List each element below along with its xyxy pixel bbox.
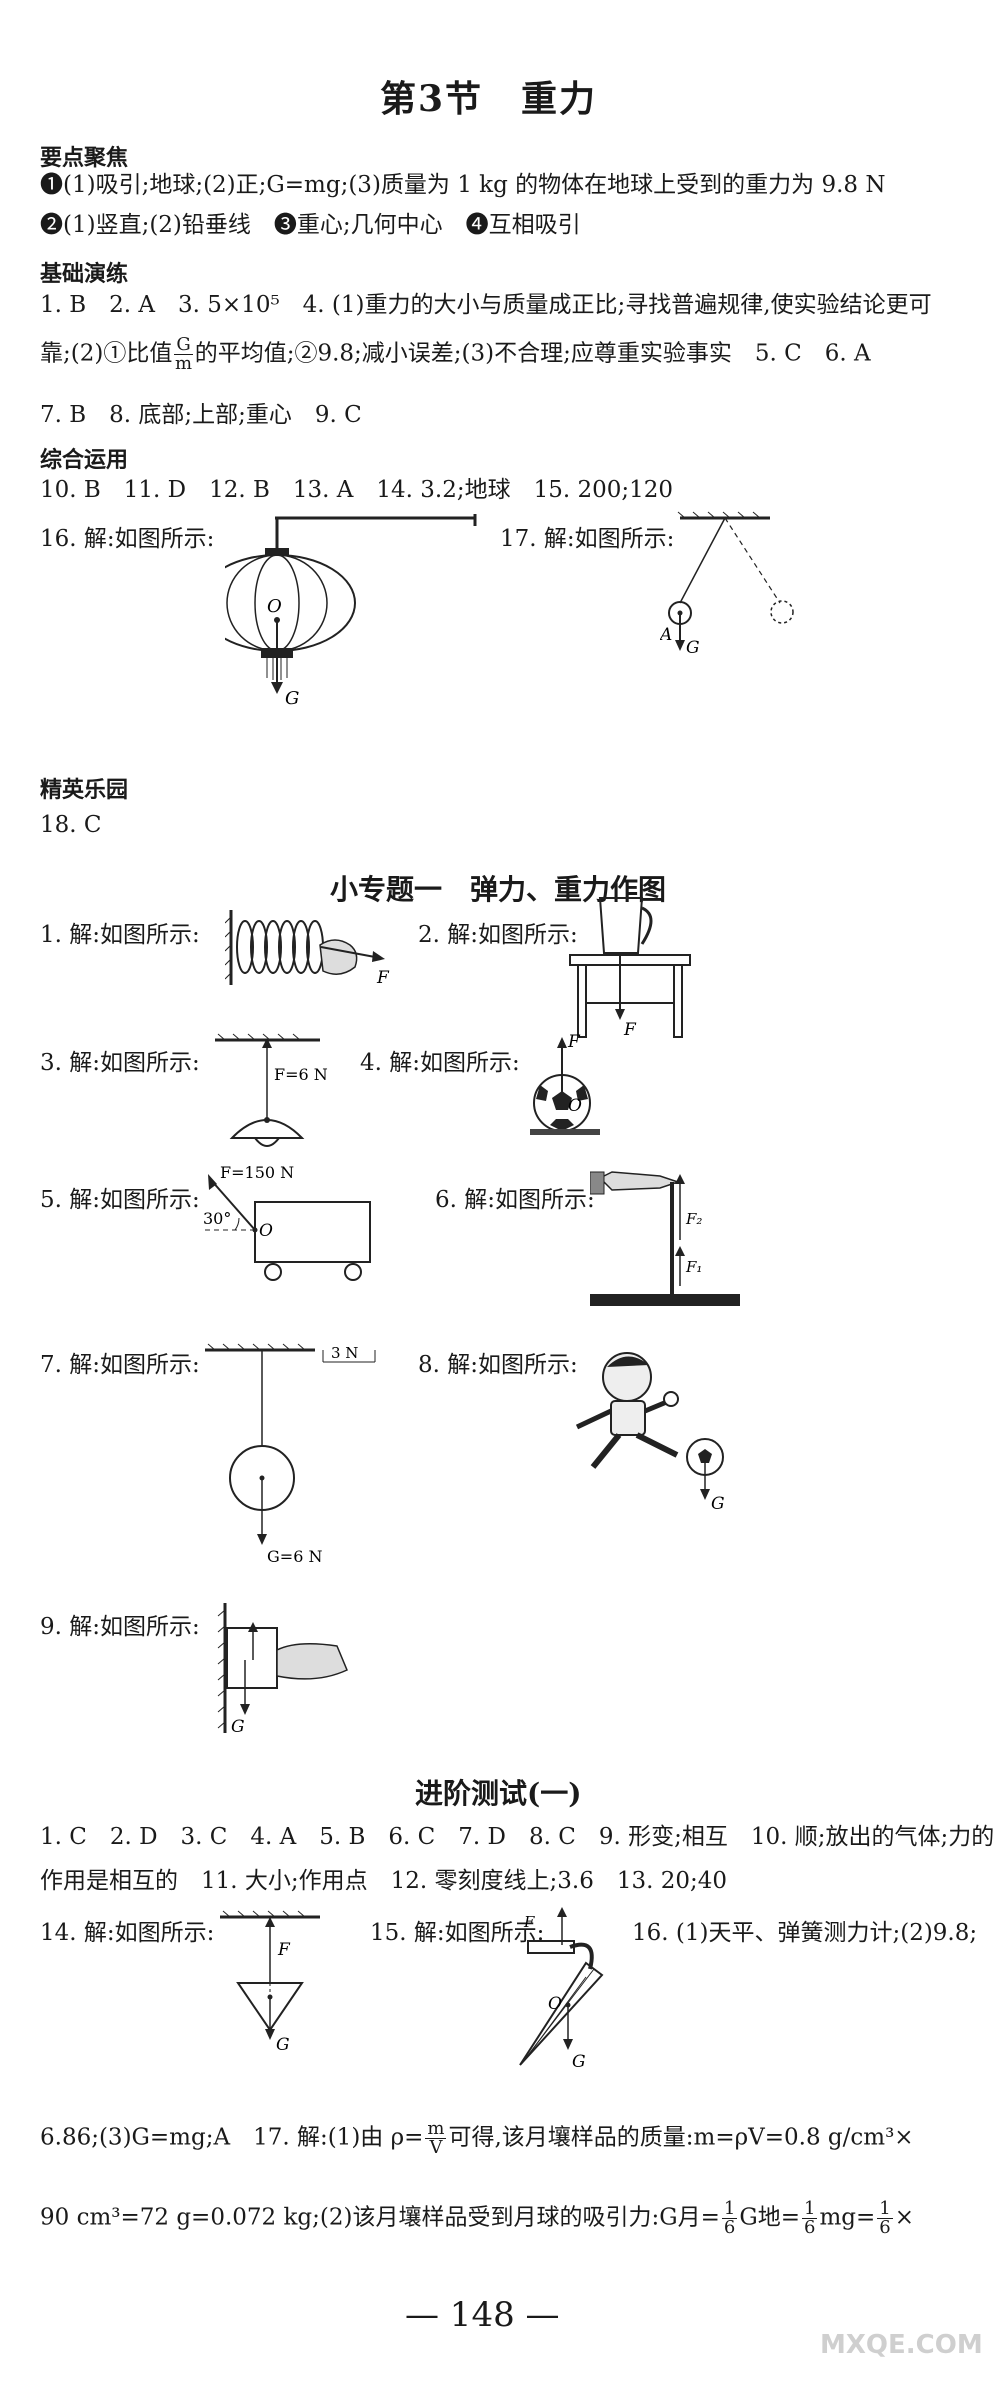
gravity-g-label: G [276, 2035, 290, 2055]
test-line-4-pre: 6.86;(3)G=mg;A 17. 解:(1)由 ρ= [40, 2124, 424, 2151]
heading-key-points: 要点聚焦 [40, 146, 129, 171]
force-6n-label: F=6 N [274, 1065, 328, 1084]
topic-q6-label: 6. 解:如图所示: [435, 1187, 595, 1213]
kicking-boy-diagram: G [575, 1352, 725, 1514]
fraction-numerator: m [425, 2118, 447, 2139]
gravity-g-label: G [711, 1494, 725, 1514]
hook-wedge-diagram: F O G [519, 1907, 604, 2072]
basic-line-3: 7. B 8. 底部;上部;重心 9. C [40, 402, 362, 428]
fraction-denominator: m [175, 353, 193, 374]
page-number: — 148 — [405, 2295, 560, 2335]
gravity-6n-label: G=6 N [267, 1547, 322, 1566]
basic-line-1: 1. B 2. A 3. 5×10⁵ 4. (1)重力的大小与质量成正比;寻找普… [40, 292, 932, 318]
force-f-label: F [277, 1940, 291, 1960]
scale-3n-label: 3 N [331, 1344, 358, 1362]
football-force-diagram: F O [530, 1032, 600, 1135]
hand-rod-diagram: F₂ F₁ [590, 1171, 740, 1306]
lantern-diagram: O G [225, 514, 477, 708]
pendulum-diagram: A G [660, 511, 794, 658]
key-point-line-1: ❶(1)吸引;地球;(2)正;G=mg;(3)质量为 1 kg 的物体在地球上受… [40, 172, 886, 198]
heading-basic-practice: 基础演练 [40, 262, 129, 287]
gravity-g-label: G [285, 688, 299, 708]
basic-line-2-post: 的平均值;②9.8;减小误差;(3)不合理;应尊重实验事实 5. C 6. A [194, 340, 871, 367]
test-line-5-mid1: G地= [739, 2204, 800, 2231]
test-line-1: 1. C 2. D 3. C 4. A 5. B 6. C 7. D 8. C … [40, 1824, 995, 1850]
gravity-g-label: G [231, 1717, 245, 1737]
test-q14-label: 14. 解:如图所示: [40, 1920, 215, 1946]
fraction-numerator: G [174, 334, 193, 355]
test-line-5-end: × [894, 2204, 914, 2231]
spring-hand-diagram: F [225, 910, 390, 988]
topic-q5-label: 5. 解:如图所示: [40, 1187, 200, 1213]
fraction-denominator: 6 [803, 2217, 816, 2238]
q16-label: 16. 解:如图所示: [40, 526, 215, 552]
hanging-ball-diagram: 3 N G=6 N [205, 1343, 376, 1566]
heading-elite: 精英乐园 [40, 778, 129, 803]
point-o-label: O [568, 1096, 582, 1116]
test-title: 进阶测试(一) [415, 1777, 582, 1810]
topic-q8-label: 8. 解:如图所示: [418, 1352, 578, 1378]
test-line-2: 作用是相互的 11. 大小;作用点 12. 零刻度线上;3.6 13. 20;4… [40, 1868, 728, 1894]
gravity-g-label: G [572, 2052, 586, 2072]
test-line-5-mid2: mg= [819, 2204, 876, 2231]
page-title: 第3节 重力 [380, 78, 598, 120]
comprehensive-line-1: 10. B 11. D 12. B 13. A 14. 3.2;地球 15. 2… [40, 477, 674, 503]
force-f-label: F [376, 968, 390, 988]
test-line-5-pre: 90 cm³=72 g=0.072 kg;(2)该月壤样品受到月球的吸引力:G月… [40, 2204, 720, 2231]
point-o-label: O [259, 1221, 273, 1241]
hanging-cone-diagram: F G [220, 1910, 320, 2055]
gravity-g-label: G [686, 638, 700, 658]
fraction-numerator: 1 [721, 2198, 738, 2219]
point-o-label: O [548, 1994, 562, 2014]
fraction-denominator: 6 [879, 2217, 891, 2238]
force-150n-label: F=150 N [220, 1163, 294, 1182]
topic-q9-label: 9. 解:如图所示: [40, 1614, 200, 1640]
q17-label: 17. 解:如图所示: [500, 526, 675, 552]
force-f2-label: F₂ [685, 1210, 702, 1228]
fraction-numerator: 1 [877, 2198, 893, 2219]
test-q15-label: 15. 解:如图所示: [370, 1920, 545, 1946]
force-f-label: F [623, 1020, 637, 1040]
topic-q1-label: 1. 解:如图所示: [40, 922, 200, 948]
point-a-label: A [660, 625, 672, 645]
topic-title: 小专题一 弹力、重力作图 [330, 873, 667, 906]
force-f-label: F [567, 1032, 581, 1052]
test-line-4-post: 可得,该月壤样品的质量:m=ρV=0.8 g/cm³× [448, 2124, 914, 2151]
angle-30-label: 30° [203, 1209, 231, 1228]
fraction-numerator: 1 [801, 2198, 818, 2219]
topic-q7-label: 7. 解:如图所示: [40, 1352, 200, 1378]
test-line-5: 90 cm³=72 g=0.072 kg;(2)该月壤样品受到月球的吸引力:G月… [40, 2200, 914, 2237]
point-o-label: O [267, 596, 282, 617]
elite-line-1: 18. C [40, 812, 102, 838]
cart-force-diagram: F=150 N 30° O [203, 1163, 371, 1281]
watermark: MXQE.COM [820, 2330, 983, 2360]
cup-table-diagram: F [569, 897, 691, 1040]
test-q16-label: 16. (1)天平、弹簧测力计;(2)9.8; [632, 1920, 978, 1946]
fraction-denominator: 6 [723, 2217, 736, 2238]
topic-q2-label: 2. 解:如图所示: [418, 922, 578, 948]
force-f-label: F [523, 1913, 535, 1931]
hanging-lamp-diagram: F=6 N [215, 1033, 328, 1147]
heading-comprehensive: 综合运用 [40, 448, 129, 473]
topic-q4-label: 4. 解:如图所示: [360, 1050, 520, 1076]
fraction-denominator: V [429, 2137, 443, 2158]
force-f1-label: F₁ [685, 1258, 702, 1276]
basic-line-2-pre: 靠;(2)①比值 [40, 340, 173, 367]
topic-q3-label: 3. 解:如图所示: [40, 1050, 200, 1076]
wall-block-diagram: G [217, 1603, 348, 1737]
key-point-line-2: ❷(1)竖直;(2)铅垂线 ❸重心;几何中心 ❹互相吸引 [40, 212, 581, 238]
